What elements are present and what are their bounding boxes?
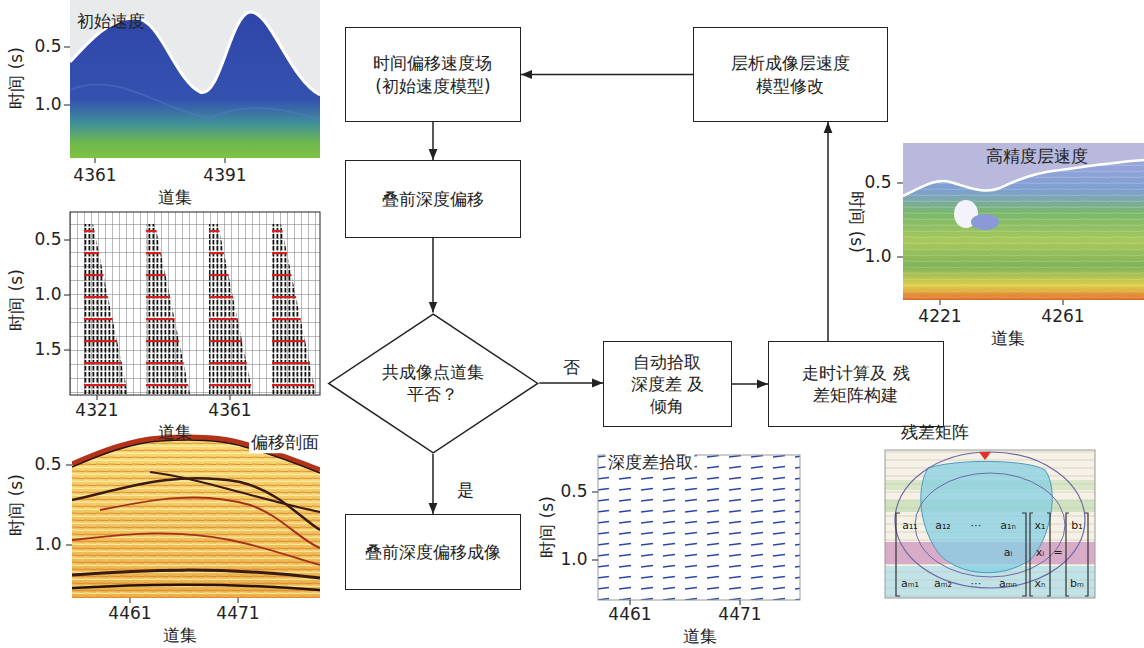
flow-arrow [827, 122, 829, 341]
axis-tick: 4361 [73, 166, 116, 186]
axis-title: 时间 (s) [538, 496, 558, 558]
result-box: 叠前深度偏移成像 [345, 514, 521, 590]
node-text: 叠前深度偏移成像 [365, 541, 501, 563]
matrix-entry: xᵢ [1036, 547, 1044, 560]
axis-tick: 1.0 [34, 95, 61, 115]
gather-panel [70, 212, 320, 395]
node-text: 叠前深度偏移 [382, 188, 484, 210]
node-text: 走时计算及 残差矩阵构建 [802, 362, 911, 406]
axis-title: 时间 (s) [7, 269, 27, 331]
panel-title: 初始速度 [77, 12, 145, 32]
flow-arrow [521, 74, 693, 76]
axis-tick: 4471 [216, 604, 259, 624]
axis-title: 道集 [991, 329, 1025, 349]
matrix-entry: a₁₂ [935, 520, 951, 533]
matrix-entry: aₘₙ [999, 578, 1017, 591]
matrix-panel [885, 450, 1095, 598]
diamond-outline [327, 313, 539, 454]
section-panel [72, 430, 320, 598]
axis-tick: 1.0 [560, 550, 587, 570]
matrix-entry: a₁ₙ [1000, 520, 1016, 533]
axis-tick: 4461 [108, 604, 151, 624]
axis-title: 道集 [683, 627, 717, 647]
matrix-entry: xₙ [1035, 578, 1046, 591]
decision-diamond: 共成像点道集 平否？ [327, 313, 539, 454]
axis-title: 时间 (s) [7, 47, 27, 109]
axis-title: 时间 (s) [7, 474, 27, 536]
node-text: 自动拾取 深度差 及倾角 [630, 351, 705, 417]
process-box: 叠前深度偏移 [345, 160, 521, 238]
axis-tick: 1.0 [34, 285, 61, 305]
flow-arrow [432, 122, 434, 160]
matrix-entry: aᵢ [1004, 547, 1013, 560]
flow-arrow [539, 382, 603, 384]
process-box: 自动拾取 深度差 及倾角 [603, 341, 732, 427]
node-text: 层析成像层速度 模型修改 [728, 52, 854, 96]
matrix-entry: bₘ [1070, 578, 1084, 591]
node-text: 时间偏移速度场 (初始速度模型) [370, 52, 496, 96]
axis-tick: 4361 [208, 401, 251, 421]
axis-tick: 4471 [718, 605, 761, 625]
panel-title: 高精度层速度 [986, 147, 1088, 167]
node-text: 共成像点道集 平否？ [379, 361, 488, 405]
matrix-entry: ⋯ [971, 520, 982, 533]
flow-arrow [432, 453, 434, 514]
process-box: 时间偏移速度场 (初始速度模型) [345, 27, 521, 122]
axis-tick: 0.5 [34, 455, 61, 475]
axis-tick: 1.5 [34, 340, 61, 360]
process-box: 层析成像层速度 模型修改 [693, 27, 888, 122]
axis-title: 道集 [158, 423, 192, 443]
axis-tick: 4261 [1041, 307, 1084, 327]
axis-tick: 1.0 [864, 247, 891, 267]
flow-arrow [432, 238, 434, 313]
matrix-entry: aₘ₂ [934, 578, 952, 591]
axis-title: 道集 [158, 188, 192, 208]
process-box: 走时计算及 残差矩阵构建 [768, 341, 944, 427]
axis-tick: 0.5 [34, 37, 61, 57]
axis-tick: 0.5 [864, 173, 891, 193]
panel-title: 偏移剖面 [249, 433, 321, 453]
velocity-panel [903, 143, 1144, 300]
flow-arrow [732, 383, 768, 385]
velocity-panel [70, 0, 320, 158]
axis-title: 道集 [163, 626, 197, 646]
axis-tick: 4221 [918, 307, 961, 327]
panel-title: 深度差拾取 [606, 453, 695, 473]
axis-tick: 4461 [608, 605, 651, 625]
matrix-entry: ⋯ [971, 578, 982, 591]
edge-label: 是 [455, 480, 476, 500]
edge-label: 否 [561, 357, 582, 377]
matrix-entry: x₁ [1035, 520, 1046, 533]
matrix-entry: a₁₁ [902, 520, 918, 533]
axis-tick: 4321 [75, 401, 118, 421]
matrix-entry: b₁ [1071, 520, 1082, 533]
panel-title: 残差矩阵 [901, 423, 969, 443]
axis-tick: 0.5 [34, 230, 61, 250]
axis-tick: 4391 [203, 166, 246, 186]
axis-tick: 1.0 [34, 535, 61, 555]
axis-title: 时间 (s) [846, 191, 866, 253]
axis-tick: 0.5 [560, 482, 587, 502]
picks-panel [598, 455, 800, 600]
matrix-entry: = [1053, 547, 1062, 560]
matrix-entry: aₘ₁ [901, 578, 919, 591]
